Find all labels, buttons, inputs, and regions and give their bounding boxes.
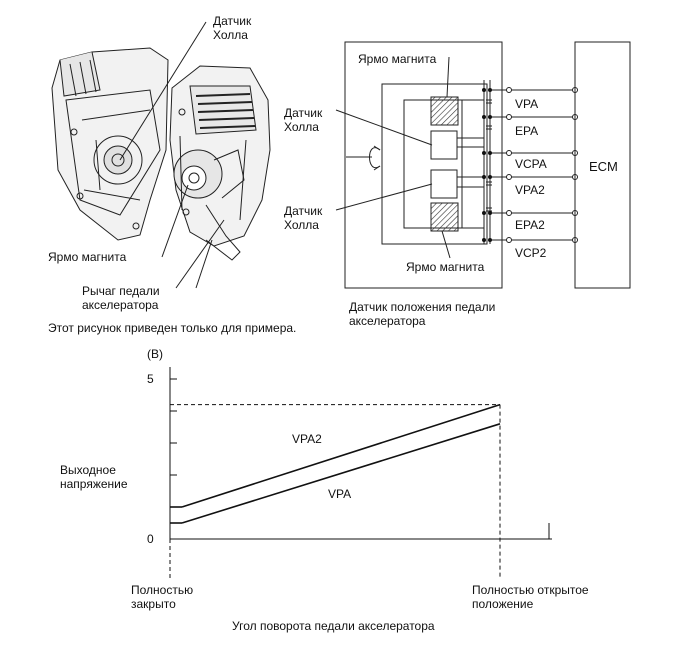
x-tick-closed: Полностью закрыто xyxy=(131,583,193,611)
terminal-epa2: EPA2 xyxy=(515,218,545,232)
hall-sensor-label-1-line1: Датчик xyxy=(284,106,323,120)
pedal-lever-label-line1: Рычаг педали xyxy=(82,284,160,298)
terminal-lines xyxy=(490,89,575,241)
capacitor-array xyxy=(486,99,492,212)
hall-element-2 xyxy=(430,169,458,199)
series-vpa-line xyxy=(181,423,501,524)
sensor-outline xyxy=(344,41,503,289)
hall-sensor-label-top-line1: Датчик xyxy=(213,14,252,28)
hall-element-1 xyxy=(430,130,458,160)
ecm-label: ECM xyxy=(589,159,618,174)
pedal-lever-label: Рычаг педали акселератора xyxy=(82,284,160,312)
series-label-vpa2: VPA2 xyxy=(292,432,322,446)
voltage-chart xyxy=(169,367,552,578)
ecm-box xyxy=(574,41,631,289)
rotation-arrow xyxy=(369,147,381,169)
x-tick-closed-line1: Полностью xyxy=(131,583,194,597)
terminal-vcpa: VCPA xyxy=(515,157,547,171)
circuit-caption: Датчик положения педали акселератора xyxy=(349,300,495,328)
terminal-vpa2: VPA2 xyxy=(515,183,545,197)
x-tick-open-line1: Полностью открытое xyxy=(472,583,589,597)
hall-sensor-label-top-line2: Холла xyxy=(213,28,248,42)
illustration-note: Этот рисунок приведен только для примера… xyxy=(48,321,297,335)
y-axis-label-line1: Выходное xyxy=(60,463,116,477)
magnet-yoke-label-bottom: Ярмо магнита xyxy=(406,260,485,274)
terminal-vpa: VPA xyxy=(515,97,539,111)
magnet-yoke-bottom xyxy=(430,202,459,232)
circuit-caption-line2: акселератора xyxy=(349,314,426,328)
series-label-vpa: VPA xyxy=(328,487,352,501)
y-tick-0: 0 xyxy=(147,532,154,546)
sensor-inner-frame xyxy=(381,83,488,245)
hall-sensor-label-1-line2: Холла xyxy=(284,120,319,134)
y-axis-label-line2: напряжение xyxy=(60,477,128,491)
x-tick-closed-line2: закрыто xyxy=(131,597,176,611)
terminal-epa: EPA xyxy=(515,124,539,138)
hall-sensor-label-2-line2: Холла xyxy=(284,218,319,232)
sensor-circuit xyxy=(335,41,631,289)
sensor-body-illustration xyxy=(169,65,271,261)
hall-sensor-label-2-line1: Датчик xyxy=(284,204,323,218)
illustration-leaders xyxy=(119,21,225,289)
hall-sensor-label-2: Датчик Холла xyxy=(284,204,322,232)
terminal-vcp2: VCP2 xyxy=(515,246,547,260)
pedal-sensor-illustration xyxy=(51,47,271,261)
x-axis-label: Угол поворота педали акселератора xyxy=(232,619,435,633)
x-tick-open: Полностью открытое положение xyxy=(472,583,589,611)
hall-sensor-label-top: Датчик Холла xyxy=(213,14,251,42)
circuit-caption-line1: Датчик положения педали xyxy=(349,300,496,314)
x-tick-open-line2: положение xyxy=(472,597,534,611)
y-axis-unit: (В) xyxy=(147,347,163,361)
magnet-yoke-label-left: Ярмо магнита xyxy=(48,250,127,264)
magnet-yoke-top xyxy=(430,96,459,126)
hall-sensor-label-1: Датчик Холла xyxy=(284,106,322,134)
series-vpa2-line xyxy=(181,403,501,508)
magnet-yoke-label-top: Ярмо магнита xyxy=(358,52,437,66)
pedal-lever-label-line2: акселератора xyxy=(82,298,159,312)
y-tick-5: 5 xyxy=(147,372,154,386)
sensor-cover-illustration xyxy=(51,47,169,241)
y-axis-label: Выходное напряжение xyxy=(60,463,128,491)
